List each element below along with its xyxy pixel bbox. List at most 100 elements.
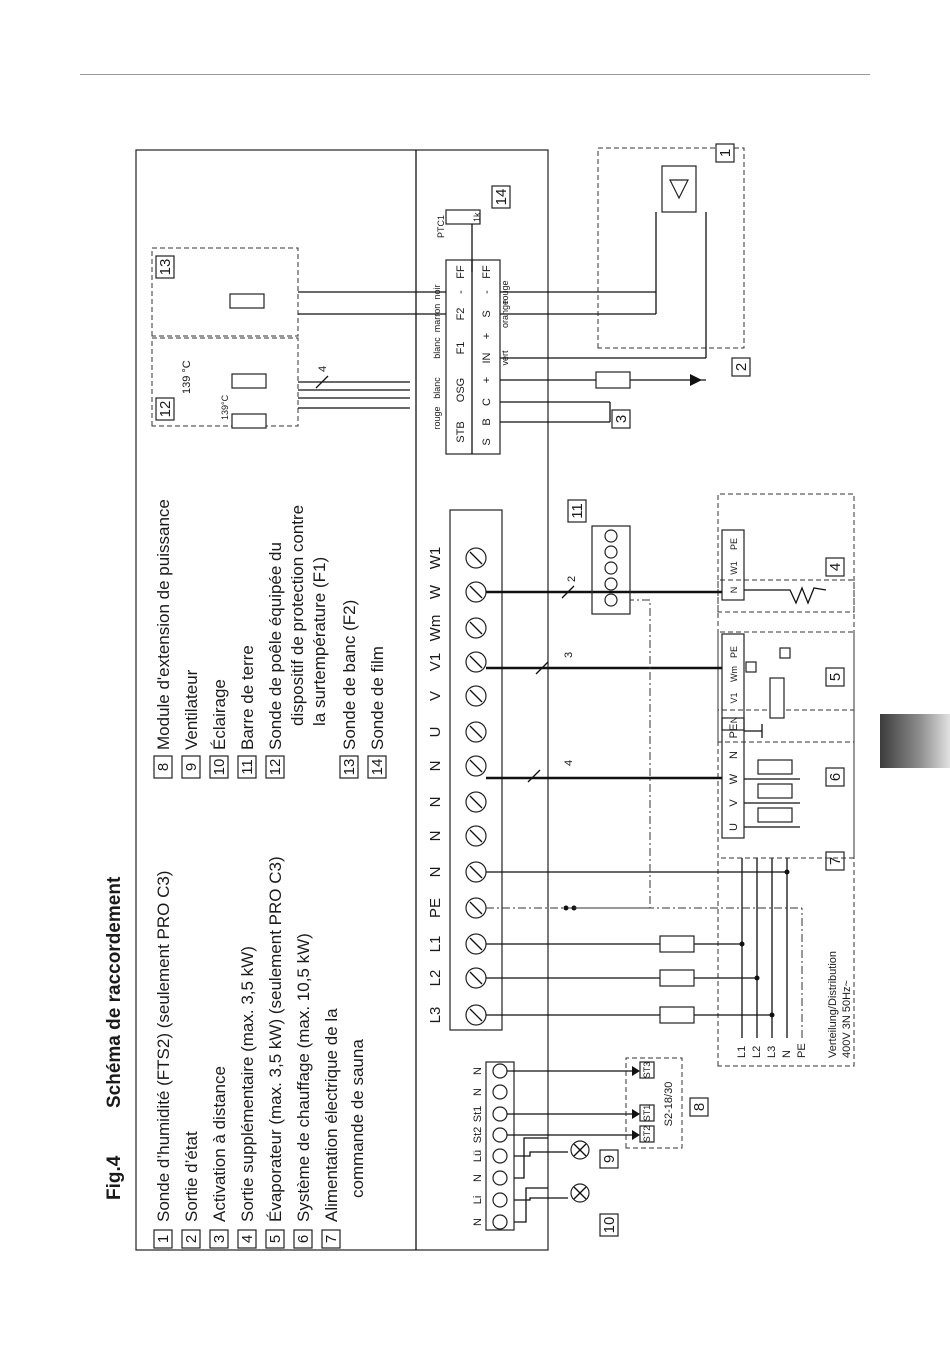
oven-sensor: 12 139 °C 139°C 4 xyxy=(151,337,410,429)
sensor-term-top: - xyxy=(455,290,467,294)
terminal-label: N xyxy=(427,831,444,842)
block-number-2: 2 xyxy=(733,363,750,371)
sensor-term-bottom: + xyxy=(481,377,493,383)
block6-term: PE xyxy=(728,724,740,739)
main-terminal-labels: L3 L2 L1 PE N N N N U V V1 Wm W W1 xyxy=(427,547,444,1024)
terminal-label: L1 xyxy=(427,936,444,953)
sensor-term-bottom: C xyxy=(481,398,493,406)
ptc-res: 1k xyxy=(472,212,482,222)
sensor-term-bottom: - xyxy=(481,290,493,294)
legend-number: 9 xyxy=(183,763,200,771)
terminal-label: N xyxy=(427,761,444,772)
heating-system-block: U V W N PE 6 4 xyxy=(486,709,855,859)
legend-item: Sortie supplémentaire (max. 3,5 kW) xyxy=(238,946,257,1222)
block6-term: V xyxy=(728,799,740,807)
module-label: S2-18/30 xyxy=(663,1082,675,1127)
terminal-label: W1 xyxy=(427,547,444,570)
block-number-3: 3 xyxy=(613,415,630,423)
aux-label: St1 xyxy=(472,1106,484,1123)
header-rule xyxy=(80,74,870,75)
legend-number: 3 xyxy=(211,1235,228,1243)
module-term: ST1 xyxy=(642,1105,652,1122)
sensor-term-bottom: B xyxy=(481,418,493,425)
terminal-label: U xyxy=(427,727,444,738)
dist-line: L1 xyxy=(736,1046,748,1058)
aux-label: St2 xyxy=(472,1127,484,1144)
legend-item-cont: dispositif de protection contre xyxy=(288,505,307,726)
terminal-label: L2 xyxy=(427,970,444,987)
remote-activation: 3 xyxy=(500,401,631,429)
legend-number: 6 xyxy=(295,1235,312,1243)
block6-term: N xyxy=(728,751,740,759)
fuse xyxy=(659,969,695,987)
dist-line: L3 xyxy=(766,1046,778,1058)
block-number-14: 14 xyxy=(493,189,510,206)
block5-term: N xyxy=(729,717,739,724)
wire-count: 4 xyxy=(317,366,329,372)
module-term: ST2 xyxy=(642,1126,652,1143)
dist-line: N xyxy=(781,1050,793,1058)
sensor-term-bottom: IN xyxy=(481,352,493,363)
legend-number: 14 xyxy=(369,759,386,776)
legend-item: Ventilateur xyxy=(182,669,201,750)
dist-line: PE xyxy=(796,1043,808,1058)
module-term: ST3 xyxy=(642,1062,652,1079)
aux-terminal-strip: N Li N Lü St2 St1 N N 10 9 xyxy=(472,1061,640,1237)
aux-label: N xyxy=(472,1067,484,1075)
wire-count: 4 xyxy=(563,760,575,766)
legend-number: 7 xyxy=(323,1235,340,1243)
aux-label: Li xyxy=(472,1196,484,1205)
main-terminal-screws xyxy=(465,547,487,1026)
block5-term: PE xyxy=(729,646,739,658)
block5-term: V1 xyxy=(729,692,739,703)
block-number-4: 4 xyxy=(827,563,844,571)
terminal-label: V xyxy=(427,691,444,701)
wire-label: marron xyxy=(432,304,442,333)
aux-label: Lü xyxy=(472,1150,484,1162)
legend-item: Sonde de film xyxy=(368,646,387,750)
legend-number: 12 xyxy=(267,759,284,776)
fuse xyxy=(659,1006,695,1024)
block4-term: PE xyxy=(729,538,739,550)
block-number-8: 8 xyxy=(691,1103,708,1111)
block-number-11: 11 xyxy=(569,503,586,519)
sensor-terminal-strip: STB OSG F1 F2 - FF S B C + IN + S - FF xyxy=(445,259,501,455)
block4-term: W1 xyxy=(729,561,739,575)
legend-number: 4 xyxy=(239,1235,256,1243)
legend-item: Système de chauffage (max. 10,5 kW) xyxy=(294,933,313,1222)
legend-item: Module d'extension de puissance xyxy=(154,499,173,750)
legend-item: Barre de terre xyxy=(238,645,257,750)
additional-output-block: N W1 PE 4 2 xyxy=(486,493,855,613)
sensor-term-top: OSG xyxy=(455,378,467,402)
wire-count: 3 xyxy=(563,652,575,658)
block-number-6: 6 xyxy=(827,773,844,781)
terminal-label: V1 xyxy=(427,653,444,671)
bench-sensor: 13 xyxy=(151,247,446,337)
legend-number: 1 xyxy=(155,1235,172,1243)
legend-item: Évaporateur (max. 3,5 kW) (seulement PRO… xyxy=(266,856,285,1222)
dist-line: L2 xyxy=(751,1046,763,1058)
figure-number: Fig.4 xyxy=(104,1155,125,1200)
wire-count: 2 xyxy=(566,576,578,582)
film-sensor: 14 PTC1 1k xyxy=(436,185,511,272)
ptc-label: PTC1 xyxy=(436,215,446,238)
wire-label: rouge xyxy=(432,406,442,429)
block5-term: Wm xyxy=(729,666,739,682)
legend-item-cont: la surtempérature (F1) xyxy=(310,557,329,726)
aux-label: N xyxy=(472,1088,484,1096)
sensor-term-top: F2 xyxy=(455,308,467,321)
wire-labels: rouge blanc blanc marron noir vert orang… xyxy=(432,280,510,429)
legend-item: Sonde d’humidité (FTS2) (seulement PRO C… xyxy=(154,871,173,1222)
block6-term: U xyxy=(728,823,740,831)
sensor-term-top: F1 xyxy=(455,342,467,355)
legend-item: Sonde de poêle équipée du xyxy=(266,542,285,750)
oven-temp: 139 °C xyxy=(181,360,193,394)
terminal-label: N xyxy=(427,867,444,878)
terminal-label: L3 xyxy=(427,1007,444,1024)
legend-number: 13 xyxy=(341,759,358,776)
wire-label: blanc xyxy=(432,337,442,359)
power-extension-module: ST2 ST1 ST3 S2-18/30 8 xyxy=(625,1057,709,1149)
earth-bar: 11 xyxy=(567,499,651,909)
